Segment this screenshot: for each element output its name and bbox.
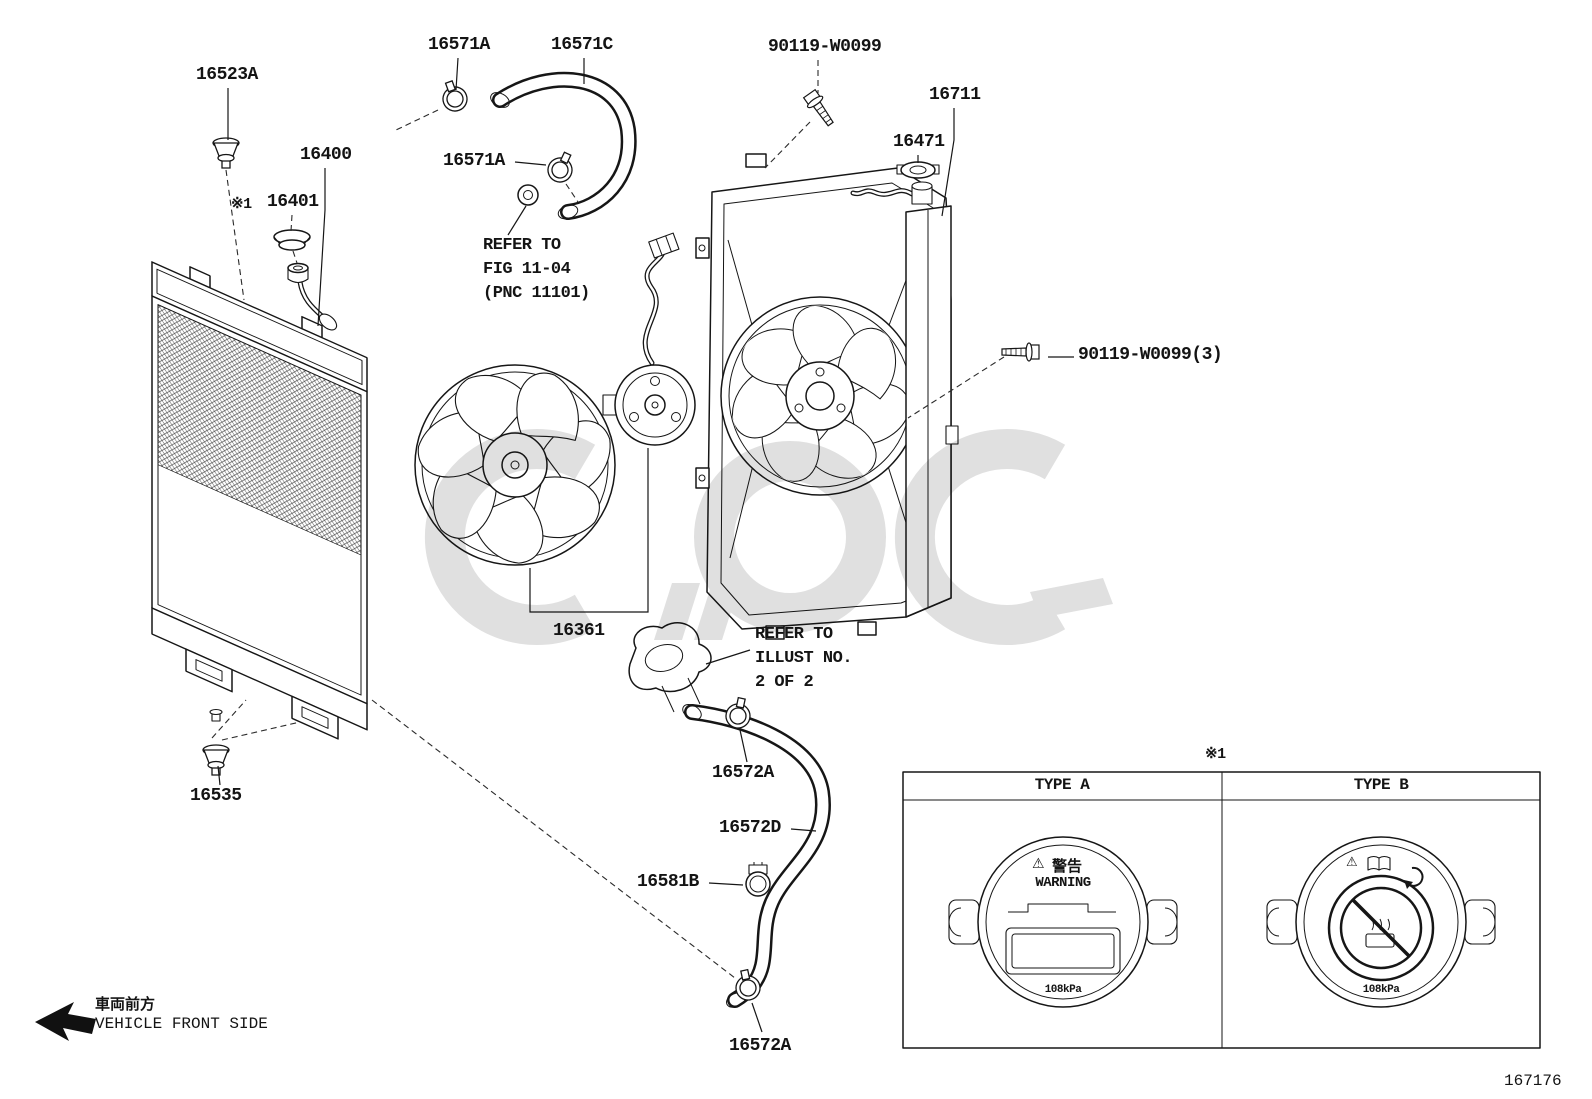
lower-hose-16572d bbox=[682, 703, 831, 1008]
upper-hose-16571c bbox=[490, 71, 637, 220]
motor-harness bbox=[642, 249, 666, 366]
motor-connector bbox=[648, 232, 680, 259]
part-label-16471: 16471 bbox=[893, 132, 945, 152]
cap-a-warning-en: WARNING bbox=[1035, 875, 1091, 891]
part-label-90119-w0099: 90119-W0099 bbox=[768, 37, 882, 57]
bypass-joint bbox=[517, 184, 539, 206]
cap-b-pressure: 108kPa bbox=[1362, 984, 1400, 996]
part-label-16523a: 16523A bbox=[196, 65, 258, 85]
drain-bolt-head bbox=[209, 708, 223, 716]
fan-motor bbox=[602, 364, 696, 446]
part-label-16571a-top: 16571A bbox=[428, 35, 490, 55]
note-refer-illust-line1: REFER TO bbox=[755, 625, 833, 644]
part-label-16400: 16400 bbox=[300, 145, 352, 165]
note-refer-illust-line2: ILLUST NO. bbox=[755, 649, 853, 668]
ref-mark-inline: ※1 bbox=[231, 196, 252, 213]
part-label-16572a-top: 16572A bbox=[712, 763, 774, 783]
vehicle-front-label-en: VEHICLE FRONT SIDE bbox=[95, 1015, 268, 1033]
part-label-90119-w0099-3: 90119-W0099(3) bbox=[1078, 345, 1223, 365]
radiator-cap-16401 bbox=[273, 229, 311, 251]
warning-triangle-icon-a: ⚠ bbox=[1032, 856, 1045, 872]
part-label-16571c: 16571C bbox=[551, 35, 613, 55]
note-refer-fig-line3: (PNC 11101) bbox=[483, 284, 590, 303]
owners-manual-icon bbox=[1367, 855, 1391, 871]
warning-triangle-icon-b: ⚠ bbox=[1346, 855, 1358, 870]
hose-clamp-16571a-2 bbox=[543, 147, 580, 187]
bolt-90119-w0099-top bbox=[801, 87, 839, 130]
note-refer-fig-line1: REFER TO bbox=[483, 236, 561, 255]
vehicle-front-arrow-icon bbox=[35, 1002, 96, 1041]
part-label-16535: 16535 bbox=[190, 786, 242, 806]
diagram-number: 167176 bbox=[1504, 1072, 1562, 1090]
part-label-16711: 16711 bbox=[929, 85, 981, 105]
grommet-16523a bbox=[212, 137, 240, 169]
leader-lines bbox=[217, 57, 1074, 1033]
ref-mark-table: ※1 bbox=[1205, 746, 1226, 763]
table-header-type-a: TYPE A bbox=[1034, 776, 1090, 794]
watermark-logo bbox=[424, 429, 1113, 645]
part-label-16401: 16401 bbox=[267, 192, 319, 212]
grommet-16535 bbox=[202, 744, 230, 776]
part-label-16572a-bot: 16572A bbox=[729, 1036, 791, 1056]
note-refer-illust-line3: 2 OF 2 bbox=[755, 673, 814, 692]
table-header-type-b: TYPE B bbox=[1353, 776, 1409, 794]
part-label-16571a-mid: 16571A bbox=[443, 151, 505, 171]
hose-clamp-16571a-1 bbox=[436, 77, 472, 116]
dashed-leader-lines bbox=[211, 60, 1005, 979]
cap-table-frame bbox=[902, 771, 1541, 1049]
part-label-16581b: 16581B bbox=[637, 872, 699, 892]
filler-neck bbox=[287, 262, 338, 331]
radiator-16400 bbox=[151, 261, 368, 740]
no-open-hot-icon bbox=[1339, 886, 1423, 970]
hose-clamp-16581b bbox=[745, 862, 771, 897]
cap-a-pressure: 108kPa bbox=[1044, 984, 1082, 996]
cap-a-warning-jp: 警告 bbox=[1052, 857, 1083, 875]
cap-type-a-art bbox=[948, 836, 1178, 1008]
bolt-90119-w0099-side bbox=[1001, 342, 1040, 362]
water-inlet-housing bbox=[628, 622, 712, 713]
part-label-16572d: 16572D bbox=[719, 818, 781, 838]
note-refer-fig-line2: FIG 11-04 bbox=[483, 260, 571, 279]
turn-arrow-icon bbox=[1404, 866, 1424, 889]
part-label-16361: 16361 bbox=[553, 621, 605, 641]
vehicle-front-label-jp: 車両前方 bbox=[95, 995, 156, 1013]
cap-type-b-art bbox=[1266, 836, 1496, 1008]
